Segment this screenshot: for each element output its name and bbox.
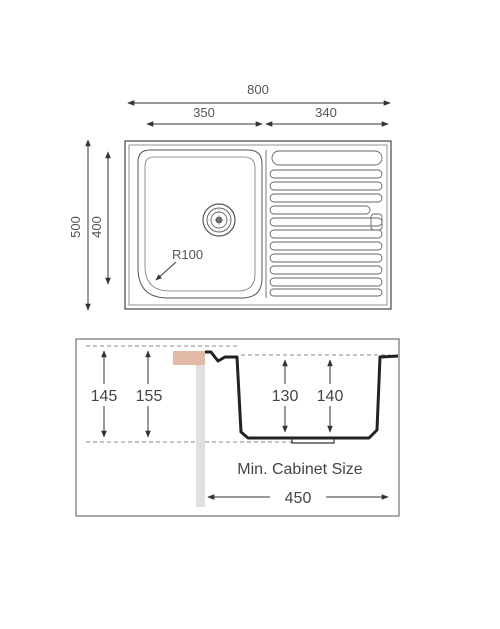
- bowl-outer: [137, 149, 263, 299]
- drainer-board: [265, 150, 383, 298]
- section-view: 145 155 130 140 Min. Cabinet Size 450: [75, 338, 400, 517]
- drain-outlet: [291, 438, 335, 444]
- dim-bowl-width: 350: [193, 105, 215, 120]
- drain-icon: [202, 203, 236, 237]
- countertop-block: [173, 351, 205, 365]
- bowl-inner: [144, 156, 256, 292]
- cabinet-wall: [196, 365, 205, 507]
- section-frame: [75, 338, 400, 517]
- radius-leader: [155, 261, 177, 281]
- dim-bowl-depth-2: 140: [317, 388, 344, 405]
- dim-counter-depth-1: 145: [91, 388, 118, 405]
- sink-section-profile: [205, 350, 399, 440]
- dim-cabinet-width: 450: [285, 490, 312, 507]
- top-view: 800 350 340 500 400 R100: [68, 82, 392, 311]
- cabinet-size-label: Min. Cabinet Size: [237, 461, 362, 478]
- dim-counter-depth-2: 155: [136, 388, 163, 405]
- radius-label: R100: [172, 247, 203, 262]
- dim-overall-width: 800: [247, 82, 269, 97]
- dim-bowl-depth-1: 130: [272, 388, 299, 405]
- dim-overall-depth: 500: [68, 216, 83, 238]
- dim-drainer-width: 340: [315, 105, 337, 120]
- dim-bowl-depth: 400: [89, 216, 104, 238]
- sink-inner-rim: [128, 144, 388, 306]
- sink-outline: [124, 140, 392, 310]
